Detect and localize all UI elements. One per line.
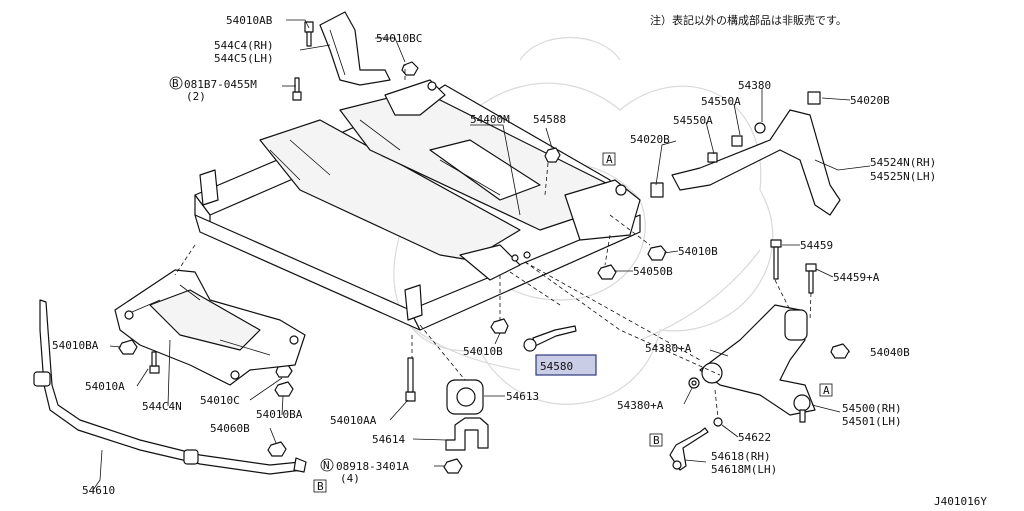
tension-rod-54580 — [523, 325, 577, 352]
label-544c4n: 544C4N — [142, 400, 182, 413]
clamp-54614 — [445, 417, 489, 451]
bolts — [118, 21, 850, 474]
label-54010a: 54010A — [85, 380, 125, 393]
label-54010ab: 54010AB — [226, 14, 273, 27]
bolt-54010aa — [405, 357, 416, 402]
bolt-54459a — [805, 263, 817, 294]
nut-08918 — [443, 458, 463, 474]
label-544c4: 544C4(RH) — [214, 39, 274, 52]
label-54010b-right: 54010B — [678, 245, 718, 258]
circle-b-marker: B — [169, 76, 183, 90]
svg-text:A: A — [823, 384, 830, 397]
bracket-544c4 — [319, 11, 391, 86]
label-54380: 54380 — [738, 79, 771, 92]
label-54020b-mid: 54020B — [630, 133, 670, 146]
nut-54010b-center — [490, 318, 509, 334]
label-54588: 54588 — [533, 113, 566, 126]
bolt-54010ab — [304, 21, 314, 47]
leader-lines — [92, 19, 871, 491]
box-a-marker-bottom: A — [819, 383, 833, 397]
bolt-081b7 — [292, 77, 302, 101]
member-544c4n — [114, 269, 306, 386]
label-08918: 08918-3401A — [336, 460, 409, 473]
box-b-marker-bottom: B — [313, 479, 327, 493]
label-081b7-qty: (2) — [186, 90, 206, 103]
front-suspension-member — [194, 79, 641, 331]
nut-54010b-right — [647, 245, 667, 261]
nut-54010ba — [118, 339, 138, 355]
label-081b7: 081B7-0455M — [184, 78, 257, 91]
label-54618m: 54618M(LH) — [711, 463, 777, 476]
label-54010b-center: 54010B — [463, 345, 503, 358]
circle-n-marker: N — [320, 458, 334, 472]
label-544c5: 544C5(LH) — [214, 52, 274, 65]
label-54622: 54622 — [738, 431, 771, 444]
nut-54040b — [830, 343, 850, 359]
label-54040b: 54040B — [870, 346, 910, 359]
diagram-id: J401016Y — [934, 495, 987, 508]
washer-54622 — [713, 417, 723, 427]
upper-link-54524n — [650, 91, 841, 216]
label-54550a-1: 54550A — [701, 95, 741, 108]
label-54618: 54618(RH) — [711, 450, 771, 463]
label-54060b: 54060B — [210, 422, 250, 435]
nut-54060b — [267, 441, 287, 457]
svg-text:N: N — [323, 459, 330, 472]
label-54400m: 54400M — [470, 113, 510, 126]
box-b-marker-left: B — [649, 433, 663, 447]
nut-54050b — [597, 264, 617, 280]
svg-text:A: A — [606, 153, 613, 166]
nut-54010bc — [401, 61, 419, 76]
label-54524n: 54524N(RH) — [870, 156, 936, 169]
label-54010aa: 54010AA — [330, 414, 377, 427]
stabilizer-bar-54610 — [33, 299, 307, 475]
label-54010bc: 54010BC — [376, 32, 422, 45]
label-54010ba-2: 54010BA — [256, 408, 303, 421]
nut-54588 — [544, 147, 561, 163]
stabilizer-link-54618 — [669, 427, 709, 471]
label-54525n: 54525N(LH) — [870, 170, 936, 183]
label-54614: 54614 — [372, 433, 405, 446]
label-54501: 54501(LH) — [842, 415, 902, 428]
label-54050b: 54050B — [633, 265, 673, 278]
bolt-54010a — [149, 351, 160, 374]
box-a-marker-top: A — [602, 152, 616, 166]
label-54550a-2: 54550A — [673, 114, 713, 127]
svg-text:B: B — [172, 77, 179, 90]
label-54500: 54500(RH) — [842, 402, 902, 415]
label-54020b-top: 54020B — [850, 94, 890, 107]
label-54613: 54613 — [506, 390, 539, 403]
label-54010ba: 54010BA — [52, 339, 99, 352]
label-08918-qty: (4) — [340, 472, 360, 485]
lower-link-54500 — [699, 304, 816, 423]
highlighted-part-54580[interactable]: 54580 — [535, 354, 597, 376]
washer-54380a-2 — [688, 377, 700, 389]
label-54010c: 54010C — [200, 394, 240, 407]
nut-54010ba-2 — [274, 381, 294, 397]
sales-note: 注）表記以外の構成部品は非販売です。 — [650, 13, 847, 27]
label-54459: 54459 — [800, 239, 833, 252]
label-54610: 54610 — [82, 484, 115, 497]
label-54380a-2: 54380+A — [617, 399, 664, 412]
bolt-54459 — [770, 239, 782, 280]
label-54459a: 54459+A — [833, 271, 880, 284]
bushing-54613 — [446, 379, 484, 415]
label-54380a-1: 54380+A — [645, 342, 692, 355]
svg-text:54580: 54580 — [540, 360, 573, 373]
svg-text:B: B — [653, 434, 660, 447]
svg-text:B: B — [317, 480, 324, 493]
guide-lines — [174, 65, 812, 419]
